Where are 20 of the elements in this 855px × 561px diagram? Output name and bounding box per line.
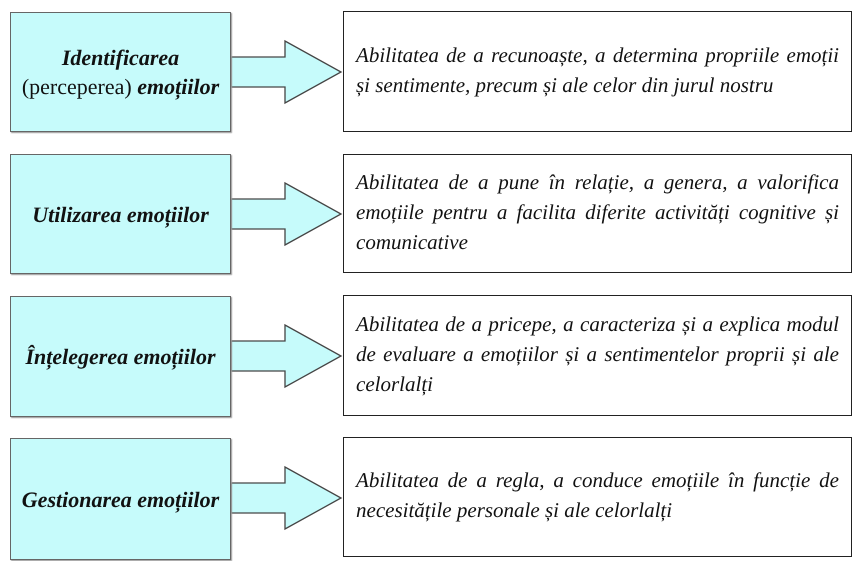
description-box: [343, 295, 852, 416]
category-title: Utilizarea emoțiilor: [32, 200, 209, 228]
category-title: Identificarea (perceperea) emoțiilor: [20, 44, 220, 101]
block-arrow: [230, 182, 342, 246]
description-box: [343, 11, 852, 132]
block-arrow: [230, 466, 342, 530]
category-box: [10, 438, 231, 560]
description-text: Abilitatea de a recunoaște, a determina propriile emoții și sentimente, precum și ale celor din jurul nostru: [356, 42, 839, 98]
description-text: Abilitatea de a regla, a conduce emoțiile în funcție de necesitățile personale și ale celorlalți: [356, 467, 839, 524]
category-box: [10, 296, 231, 417]
category-box: [10, 154, 231, 274]
description-text: Abilitatea de a pricepe, a caracteriza și a explica modul de evaluare a emoțiilor și a sentimentelor proprii și ale celorlalți: [356, 310, 839, 398]
description-text: Abilitatea de a pune în relație, a genera, a valorifica emoțiile pentru a facilita diferite activități cognitive și comunicative: [356, 168, 839, 256]
description-box: [343, 437, 852, 557]
category-title: Înțelegerea emoțiilor: [25, 343, 216, 371]
block-arrow: [230, 40, 342, 104]
block-arrow: [230, 324, 342, 388]
description-box: [343, 154, 852, 273]
category-title: Gestionarea emoțiilor: [22, 486, 220, 514]
category-box: [10, 12, 231, 132]
